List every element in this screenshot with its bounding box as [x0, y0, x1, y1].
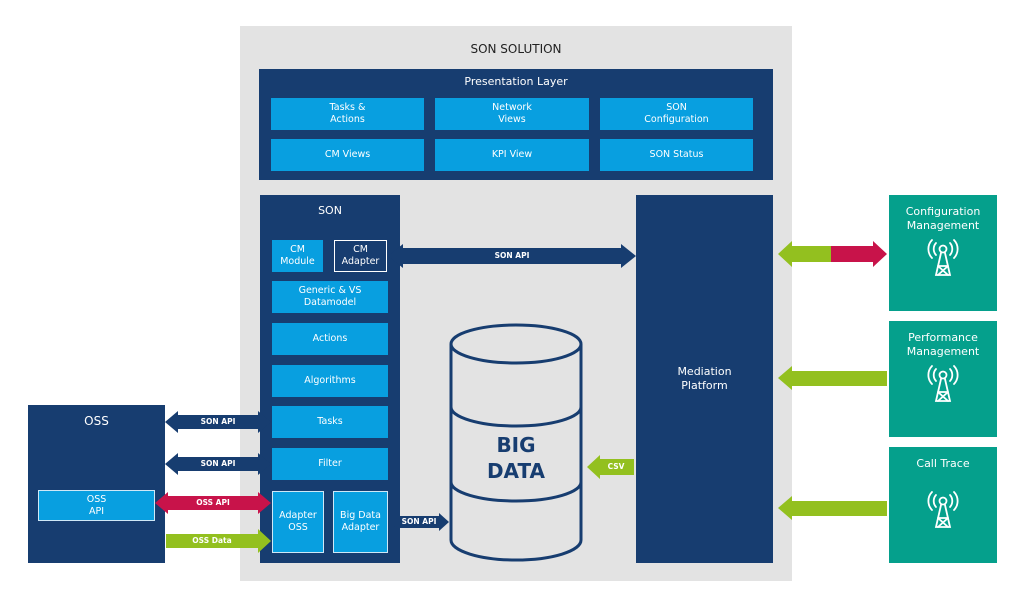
actions[interactable]: Actions [272, 323, 388, 355]
tasks-actions-view[interactable]: Tasks & Actions [271, 98, 424, 130]
cm-adapter[interactable]: CM Adapter [334, 240, 387, 272]
son-api-filter-arrow [165, 453, 271, 475]
oss-block [28, 405, 165, 563]
calltrace-arrow [778, 496, 887, 520]
son-api-bigdata-label: SON API [401, 517, 437, 526]
config-arrow-green [778, 241, 831, 267]
cm-views[interactable]: CM Views [271, 139, 424, 171]
mediation-platform[interactable]: Mediation Platform [636, 195, 773, 563]
big-data-adapter[interactable]: Big Data Adapter [333, 491, 388, 553]
oss-api-box[interactable]: OSS API [38, 490, 155, 521]
big-data-cylinder [449, 323, 583, 562]
csv-label: CSV [607, 462, 625, 471]
csv-arrow [587, 455, 634, 479]
son-api-tasks-arrow [165, 411, 271, 433]
oss-data-label: OSS Data [192, 536, 232, 545]
network-views[interactable]: Network Views [435, 98, 589, 130]
son-api-bigdata-arrow [389, 513, 449, 531]
cm-module[interactable]: CM Module [272, 240, 323, 272]
son-status[interactable]: SON Status [600, 139, 753, 171]
pm-arrow [778, 366, 887, 390]
cell-tower-icon [927, 365, 959, 402]
oss-title: OSS [84, 414, 109, 428]
son-api-top-arrow [388, 244, 636, 268]
source-title: Configuration Management [905, 205, 981, 232]
son-solution-title: SON SOLUTION [470, 42, 562, 56]
cylinder-band-1 [449, 406, 583, 428]
filter[interactable]: Filter [272, 448, 388, 480]
cell-tower-icon [927, 491, 959, 528]
oss-data-arrow [166, 529, 271, 553]
son-api-tasks-label: SON API [200, 417, 236, 426]
oss-api-arrow [155, 492, 271, 514]
source-title: Call Trace [916, 457, 970, 470]
son-title: SON [318, 204, 342, 217]
algorithms[interactable]: Algorithms [272, 365, 388, 397]
son-api-filter-label: SON API [200, 459, 236, 468]
configuration-management-source[interactable]: Configuration Management [889, 195, 997, 311]
source-title: Performance Management [906, 331, 980, 358]
big-data-label: BIG DATA [486, 433, 546, 483]
adapter-oss[interactable]: Adapter OSS [272, 491, 324, 553]
oss-api-label: OSS API [196, 498, 230, 507]
kpi-view[interactable]: KPI View [435, 139, 589, 171]
son-api-top-label: SON API [494, 251, 530, 260]
tasks[interactable]: Tasks [272, 406, 388, 438]
cell-tower-icon [927, 239, 959, 276]
cylinder-body [449, 344, 583, 562]
datamodel[interactable]: Generic & VS Datamodel [272, 281, 388, 313]
config-arrow-red [831, 241, 887, 267]
presentation-layer-title: Presentation Layer [464, 75, 568, 88]
call-trace-source[interactable]: Call Trace [889, 447, 997, 563]
performance-management-source[interactable]: Performance Management [889, 321, 997, 437]
cylinder-top [449, 323, 583, 365]
son-configuration[interactable]: SON Configuration [600, 98, 753, 130]
cylinder-band-2 [449, 481, 583, 503]
